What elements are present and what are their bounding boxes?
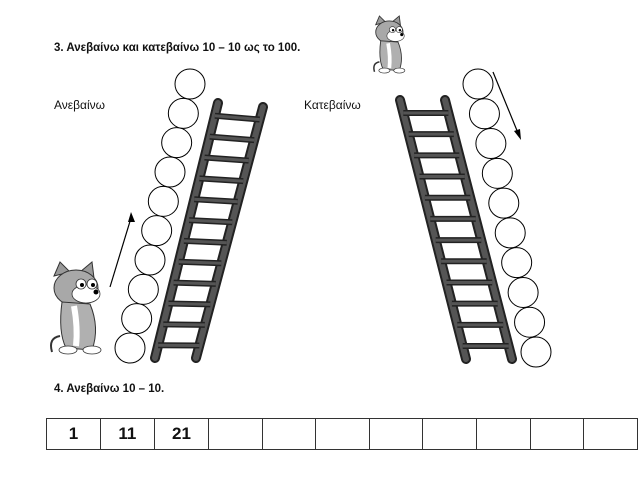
answer-circle <box>134 244 166 276</box>
ladders-illustration <box>50 15 552 368</box>
answer-circle <box>501 247 533 279</box>
ladder-rung <box>173 281 216 286</box>
answer-cell[interactable] <box>368 418 424 450</box>
up-label: Ανεβαίνω <box>54 98 106 112</box>
answer-cell: 21 <box>153 418 210 450</box>
answer-cell[interactable] <box>422 418 478 450</box>
answer-cell[interactable] <box>261 418 317 450</box>
ladder-rung <box>209 135 255 142</box>
answer-circle <box>121 303 153 335</box>
ladder-rung <box>189 218 233 224</box>
exercise-4-title: 4. Ανεβαίνω 10 – 10. <box>54 383 165 395</box>
answer-circle <box>475 128 507 160</box>
cartoon-cat-icon <box>373 15 406 74</box>
answer-cell[interactable] <box>208 418 263 450</box>
answer-circle <box>507 276 539 308</box>
ladder-down <box>395 95 517 364</box>
answer-circle <box>481 157 513 189</box>
answer-circle <box>154 156 186 188</box>
ladder-rung <box>194 197 238 204</box>
answer-circle <box>161 127 193 159</box>
ladder-rail <box>397 97 469 362</box>
up-circles <box>114 68 206 364</box>
answer-cell: 11 <box>99 418 155 450</box>
cartoon-cat-icon <box>50 261 102 355</box>
ladder-rung <box>214 114 260 122</box>
answer-circle <box>167 97 199 129</box>
answer-cell: 1 <box>46 418 101 450</box>
ladder-rung <box>199 176 244 183</box>
exercise-3-title: 3. Ανεβαίνω και κατεβαίνω 10 – 10 ως το … <box>54 42 301 54</box>
answer-circle <box>174 68 206 100</box>
answer-cell[interactable] <box>583 418 638 450</box>
up-arrow-head <box>128 212 135 222</box>
answer-cell[interactable] <box>315 418 370 450</box>
down-arrow-head <box>514 129 521 140</box>
answer-circle <box>127 273 159 305</box>
down-arrow <box>492 71 519 134</box>
answer-circle <box>494 217 526 249</box>
answer-circle <box>488 187 520 219</box>
answer-circle <box>462 68 494 100</box>
answer-circle <box>468 98 500 130</box>
down-circles <box>462 68 552 368</box>
ladder-rung <box>168 302 211 306</box>
ladder-rail <box>152 100 221 361</box>
answer-circle <box>514 306 546 338</box>
answer-cell[interactable] <box>529 418 585 450</box>
answer-cell[interactable] <box>476 418 531 450</box>
answer-circle <box>520 336 552 368</box>
ladder-rung <box>163 322 205 327</box>
ladder-rung <box>178 260 222 265</box>
ladder-rung <box>183 239 227 245</box>
answer-circle <box>114 332 146 364</box>
ladder-rail <box>193 104 266 361</box>
up-arrow <box>109 217 132 288</box>
answer-circle <box>141 215 173 247</box>
ladder-up <box>150 98 268 363</box>
down-label: Κατεβαίνω <box>304 98 361 112</box>
ladder-rung <box>204 155 249 163</box>
ladder-rail <box>442 97 515 362</box>
answer-circle <box>147 185 179 217</box>
